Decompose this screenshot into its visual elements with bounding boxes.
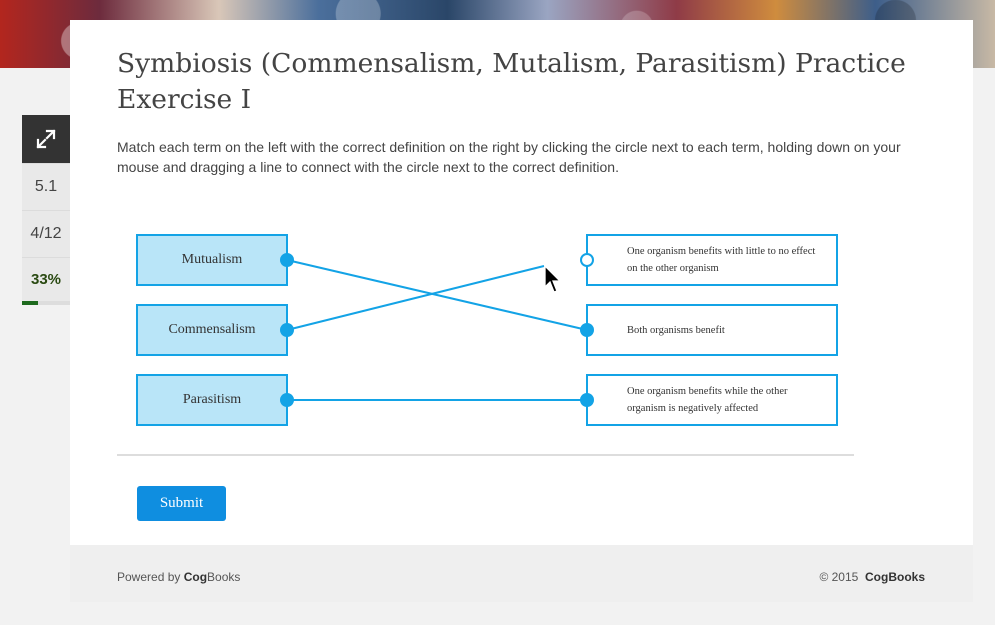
connection-line: [286, 259, 588, 331]
expand-arrows-icon: [36, 129, 56, 149]
definition-1[interactable]: One organism benefits with little to no …: [586, 234, 838, 286]
progress-bar: [22, 301, 70, 305]
term-parasitism[interactable]: Parasitism: [136, 374, 288, 426]
matching-area: Mutualism Commensalism Parasitism One or…: [70, 20, 973, 545]
powered-by-brand-bold: Cog: [183, 570, 208, 584]
page-title: Symbiosis (Commensalism, Mutalism, Paras…: [117, 48, 906, 115]
term-commensalism[interactable]: Commensalism: [136, 304, 288, 356]
definition-2-handle[interactable]: [580, 323, 594, 337]
term-commensalism-handle[interactable]: [280, 323, 294, 337]
copyright: © 2015 CogBooks: [819, 570, 925, 584]
definition-3-handle[interactable]: [580, 393, 594, 407]
instructions-text: Match each term on the left with the cor…: [117, 139, 901, 175]
definition-3[interactable]: One organism benefits while the other or…: [586, 374, 838, 426]
divider: [117, 454, 854, 456]
dragging-line: [286, 265, 545, 331]
copyright-brand: CogBooks: [865, 570, 925, 584]
progress-bar-fill: [22, 301, 38, 305]
page-count: 4/12: [22, 210, 70, 257]
exercise-card: Symbiosis (Commensalism, Mutalism, Paras…: [70, 20, 973, 545]
powered-by-label: Powered by: [117, 570, 181, 584]
term-parasitism-handle[interactable]: [280, 393, 294, 407]
term-mutualism-handle[interactable]: [280, 253, 294, 267]
powered-by-brand-rest: Books: [207, 570, 241, 584]
section-number: 5.1: [22, 163, 70, 210]
side-panel: 5.1 4/12 33%: [22, 115, 70, 305]
copyright-year: © 2015: [819, 570, 859, 584]
term-mutualism[interactable]: Mutualism: [136, 234, 288, 286]
fullscreen-button[interactable]: [22, 115, 70, 163]
definition-1-handle[interactable]: [580, 253, 594, 267]
definition-2[interactable]: Both organisms benefit: [586, 304, 838, 356]
progress-percent: 33%: [22, 257, 70, 301]
footer: Powered by CogBooks © 2015 CogBooks: [70, 545, 973, 602]
submit-button[interactable]: Submit: [137, 486, 226, 521]
powered-by: Powered by CogBooks: [117, 570, 240, 584]
